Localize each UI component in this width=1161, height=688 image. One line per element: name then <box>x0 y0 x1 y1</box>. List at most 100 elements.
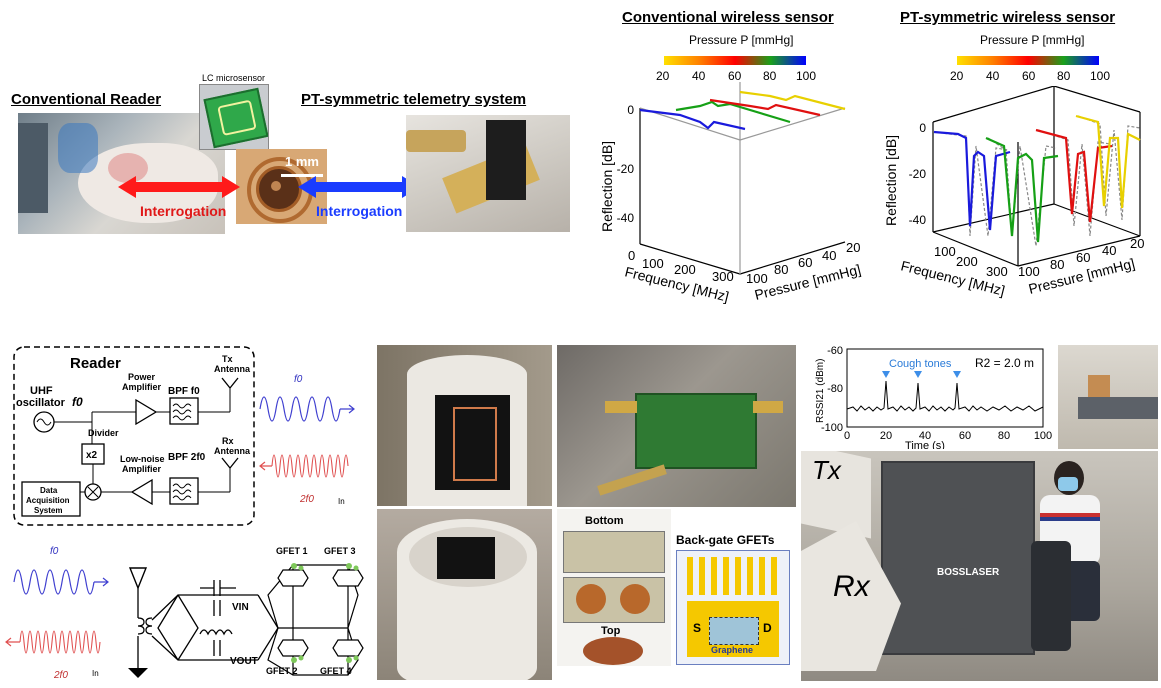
antenna-symbol <box>128 567 148 590</box>
rssi-x-tick: 80 <box>998 430 1010 442</box>
ground-symbol <box>128 668 148 678</box>
conv-box-edge <box>739 241 846 275</box>
twof0-arrow <box>259 461 272 471</box>
rssi-trace <box>846 380 1044 412</box>
rssi-x-label: Time (s) <box>905 440 945 449</box>
rssi-plot-frame <box>846 348 1044 428</box>
wave-f0-label: f0 <box>294 374 303 385</box>
power-amp-label-1: Power <box>128 372 156 382</box>
molecule <box>291 563 297 569</box>
cough-arrow <box>914 371 922 378</box>
conv-x-tick: 100 <box>642 256 664 271</box>
gfet3-symbol <box>332 569 364 587</box>
conv-y-tick: -20 <box>617 162 635 176</box>
pt-x-tick: 200 <box>956 254 978 269</box>
daq-box <box>21 481 81 517</box>
rssi-y-ticks: -60 -80 -100 <box>821 345 843 434</box>
pt-curves <box>933 114 1141 243</box>
conv-z-tick: 80 <box>774 262 788 277</box>
blue-arrow <box>298 176 420 198</box>
pt-dash-blue <box>933 131 1009 237</box>
conv-x-tick: 0 <box>628 248 635 263</box>
gfet2-label: GFET 2 <box>266 666 298 676</box>
graphene-label: Graphene <box>711 645 754 655</box>
pt-cb-tick: 100 <box>1090 69 1111 83</box>
f0-label: f0 <box>72 395 83 409</box>
vin-label: VIN <box>232 602 249 613</box>
reader-diagram: Reader UHF oscillator f0 Divider Power A… <box>13 346 255 526</box>
transformer <box>137 617 153 635</box>
tx-antenna-label-2: Antenna <box>214 364 251 374</box>
pt-box-edge <box>1053 86 1141 113</box>
bpf1-box <box>169 397 199 425</box>
capacitor-bottom <box>213 640 221 656</box>
pcb-board <box>635 393 757 469</box>
equipment-box <box>18 123 48 213</box>
pt-curve-yellow <box>1075 114 1141 209</box>
cough-tones-label: Cough tones <box>889 358 952 370</box>
f0-arrow-bottom <box>94 577 109 587</box>
conv-y-label: Reflection [dB] <box>600 141 615 232</box>
pt-cb-tick: 80 <box>1057 69 1071 83</box>
rx-antenna-label-2: Antenna <box>214 446 251 456</box>
wave-2f0-bottom-label: 2f0 <box>53 670 68 681</box>
top-label: Top <box>601 625 621 637</box>
circuit-wires <box>151 594 279 661</box>
conv-z-tick: 20 <box>846 240 860 255</box>
coax-connector <box>406 130 466 152</box>
molecule <box>346 563 352 569</box>
conv-box-edge <box>639 243 741 275</box>
waveforms-top: f0 2f0 In <box>259 374 355 506</box>
capacitor-top <box>200 580 236 596</box>
sma-left <box>605 401 637 413</box>
waveforms-bottom: f0 2f0 In <box>5 546 109 681</box>
cough-arrow <box>882 371 890 378</box>
conv-y-tick: -40 <box>617 211 635 225</box>
graphene-region <box>709 617 759 645</box>
conv-box-edge <box>639 107 741 141</box>
conventional-reader-title: Conventional Reader <box>11 91 162 108</box>
f0-wave <box>259 396 341 422</box>
tx-antenna <box>221 377 239 390</box>
lc-chip <box>203 87 268 149</box>
wave-in-label: In <box>338 497 345 506</box>
pt-dash-red <box>1037 129 1111 237</box>
inductor-mid <box>199 629 233 636</box>
pt-z-tick: 60 <box>1076 250 1090 265</box>
pt-y-tick: -20 <box>909 167 927 181</box>
pt-cb-tick: 20 <box>950 69 964 83</box>
gfet-circuit: VIN VOUT GFET 1 GFET 3 GFET 2 GFET 4 <box>128 546 364 678</box>
rx-label: Rx <box>833 570 870 603</box>
conv-cb-tick: 60 <box>728 69 742 83</box>
pt-box-edge <box>1053 203 1141 237</box>
mixer-x <box>87 486 99 498</box>
conv-box-edge <box>739 107 846 141</box>
rx-antenna-label-1: Rx <box>222 436 234 446</box>
coil-a <box>576 584 606 614</box>
pt-z-tick: 40 <box>1102 243 1116 258</box>
conv-x-tick: 300 <box>712 269 734 284</box>
pipe-photo-bottom <box>377 509 552 680</box>
conv-curve-green <box>675 100 791 124</box>
pt-box-edge <box>1017 235 1141 267</box>
conv-z-tick: 60 <box>798 255 812 270</box>
molecule <box>353 655 359 661</box>
daq-label-1: Data <box>40 486 58 495</box>
pt-dash-green <box>987 137 1057 247</box>
pt-x-tick: 100 <box>934 244 956 259</box>
header-pins <box>486 120 526 200</box>
wave-2f0-label: 2f0 <box>299 494 314 505</box>
probe <box>597 464 667 496</box>
rssi-x-tick: 60 <box>959 430 971 442</box>
tx-antenna-label-1: Tx <box>222 354 233 364</box>
gfet3-label: GFET 3 <box>324 546 356 556</box>
pt-colorbar-label: Pressure P [mmHg] <box>980 33 1085 47</box>
gfet-schematic: S D Graphene <box>676 550 790 665</box>
capacitor-mid <box>213 600 221 616</box>
molecule <box>346 657 352 663</box>
conv-cb-tick: 40 <box>692 69 706 83</box>
power-amp-label-2: Amplifier <box>122 382 162 392</box>
rssi-x-ticks: 0 20 40 60 80 100 <box>844 430 1052 442</box>
gfet4-symbol <box>332 639 364 657</box>
conv-colorbar-label: Pressure P [mmHg] <box>689 33 794 47</box>
